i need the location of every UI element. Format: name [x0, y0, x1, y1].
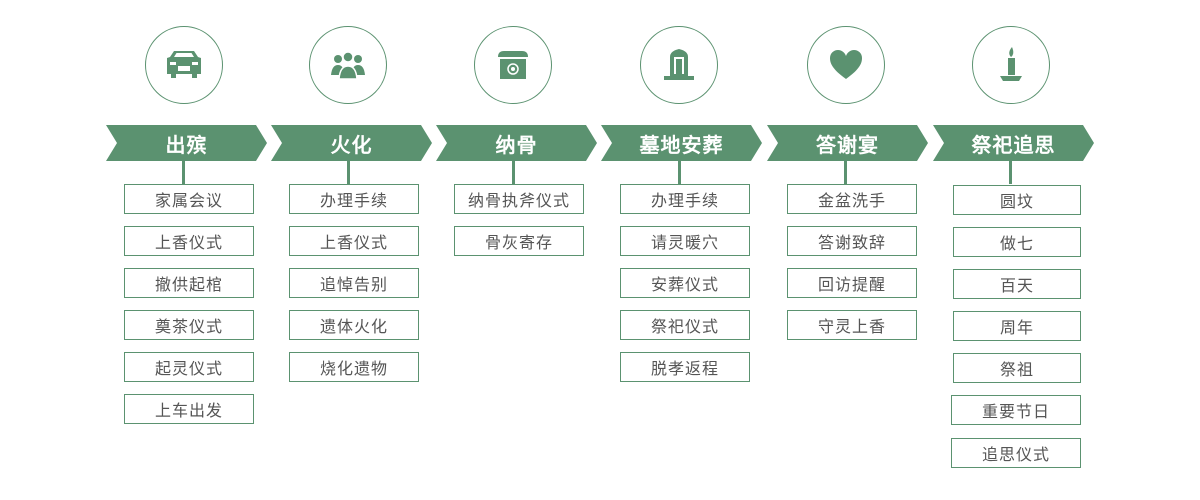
heart-icon — [807, 26, 885, 104]
list-item: 骨灰寄存 — [454, 226, 584, 256]
stage-title: 火化 — [271, 125, 432, 161]
list-item: 上香仪式 — [124, 226, 254, 256]
list-item: 周年 — [953, 311, 1081, 341]
list-item: 纳骨执斧仪式 — [454, 184, 584, 214]
connector — [347, 161, 350, 184]
list-item: 撤供起棺 — [124, 268, 254, 298]
list-item: 百天 — [953, 269, 1081, 299]
list-item: 遗体火化 — [289, 310, 419, 340]
stage-title: 墓地安葬 — [601, 125, 762, 161]
urn-box-icon — [474, 26, 552, 104]
list-item: 回访提醒 — [787, 268, 917, 298]
list-item: 安葬仪式 — [620, 268, 750, 298]
connector — [678, 161, 681, 184]
stage-title: 答谢宴 — [767, 125, 928, 161]
list-item: 重要节日 — [951, 395, 1081, 425]
tombstone-icon — [640, 26, 718, 104]
list-item: 上车出发 — [124, 394, 254, 424]
list-item: 家属会议 — [124, 184, 254, 214]
list-item: 守灵上香 — [787, 310, 917, 340]
people-group-icon — [309, 26, 387, 104]
list-item: 圆坟 — [953, 185, 1081, 215]
list-item: 奠茶仪式 — [124, 310, 254, 340]
list-item: 追思仪式 — [951, 438, 1081, 468]
list-item: 答谢致辞 — [787, 226, 917, 256]
list-item: 办理手续 — [620, 184, 750, 214]
list-item: 起灵仪式 — [124, 352, 254, 382]
candle-icon — [972, 26, 1050, 104]
list-item: 请灵暖穴 — [620, 226, 750, 256]
stage-title: 出殡 — [106, 125, 267, 161]
list-item: 追悼告别 — [289, 268, 419, 298]
list-item: 祭祖 — [953, 353, 1081, 383]
connector — [844, 161, 847, 184]
list-item: 金盆洗手 — [787, 184, 917, 214]
connector — [512, 161, 515, 184]
list-item: 脱孝返程 — [620, 352, 750, 382]
list-item: 做七 — [953, 227, 1081, 257]
stage-title: 纳骨 — [436, 125, 597, 161]
list-item: 烧化遗物 — [289, 352, 419, 382]
connector — [182, 161, 185, 184]
hearse-car-icon — [145, 26, 223, 104]
list-item: 办理手续 — [289, 184, 419, 214]
connector — [1009, 161, 1012, 184]
list-item: 上香仪式 — [289, 226, 419, 256]
list-item: 祭祀仪式 — [620, 310, 750, 340]
stage-title: 祭祀追思 — [933, 125, 1094, 161]
